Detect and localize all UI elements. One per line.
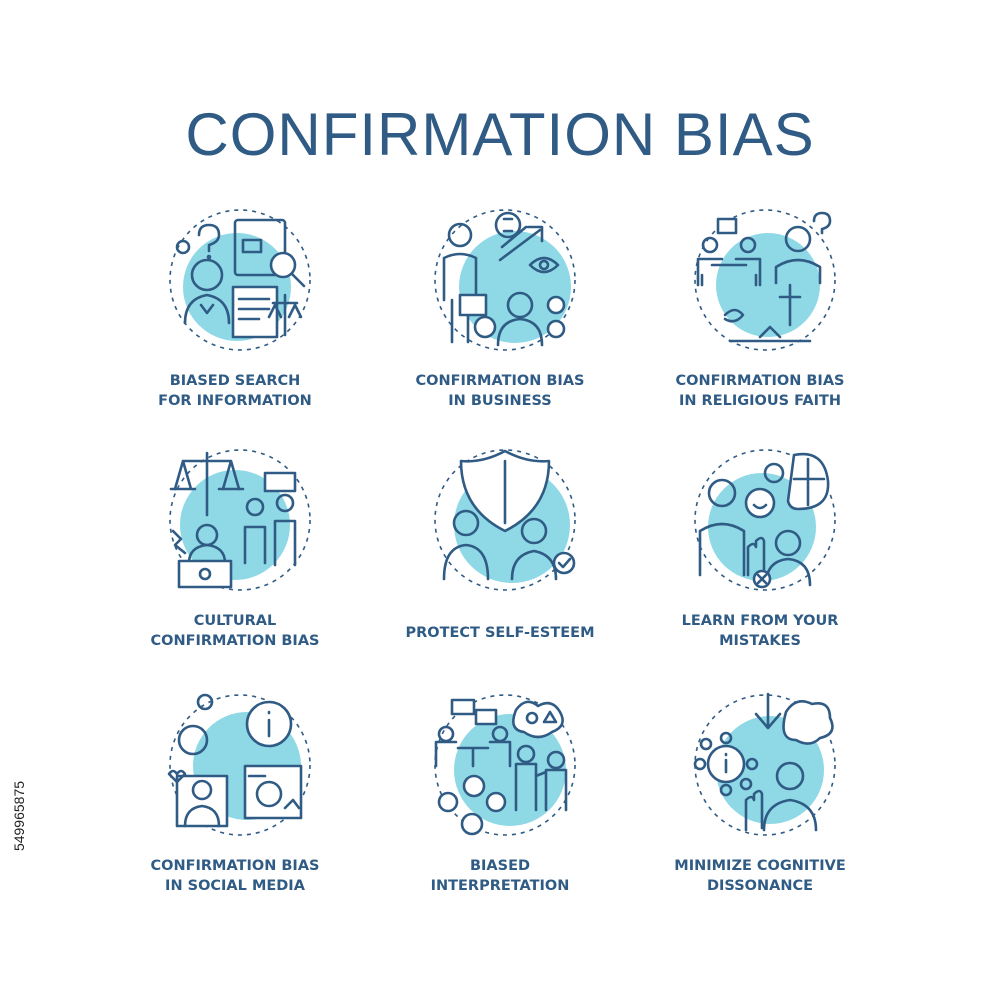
concept-business: CONFIRMATION BIAS IN BUSINESS [370, 205, 630, 425]
concept-label: LEARN FROM YOUR MISTAKES [630, 611, 890, 651]
cultural-bias-icon [169, 449, 311, 591]
interpretation-icon [434, 694, 576, 836]
label-line: DISSONANCE [706, 878, 814, 894]
concept-label: CONFIRMATION BIAS IN SOCIAL MEDIA [105, 856, 365, 896]
label-line: LEARN FROM YOUR [681, 613, 839, 629]
label-line: FOR INFORMATION [158, 393, 312, 409]
social-media-icon [167, 693, 311, 836]
shield-self-esteem-icon [434, 449, 576, 591]
label-line: IN RELIGIOUS FAITH [678, 393, 842, 409]
label-line: CONFIRMATION BIAS [150, 858, 320, 874]
cognitive-dissonance-icon [693, 692, 836, 836]
concept-biased-search: BIASED SEARCH FOR INFORMATION [105, 205, 365, 425]
concept-label: BIASED SEARCH FOR INFORMATION [105, 371, 365, 411]
label-line: CULTURAL [193, 613, 277, 629]
learn-mistakes-icon [694, 449, 836, 591]
concept-label: MINIMIZE COGNITIVE DISSONANCE [630, 856, 890, 896]
label-line: IN BUSINESS [448, 393, 552, 409]
label-line: PROTECT SELF-ESTEEM [405, 625, 595, 641]
concept-label: CULTURAL CONFIRMATION BIAS [105, 611, 365, 651]
label-line: BIASED SEARCH [169, 373, 301, 389]
label-line: BIASED [469, 858, 531, 874]
search-information-icon [169, 209, 311, 351]
page-title: CONFIRMATION BIAS [185, 101, 815, 168]
label-line: INTERPRETATION [430, 878, 570, 894]
stock-id-text: 549965875 [11, 780, 27, 852]
concept-social-media: CONFIRMATION BIAS IN SOCIAL MEDIA [105, 690, 365, 910]
concept-learn-mistakes: LEARN FROM YOUR MISTAKES [630, 445, 890, 665]
concept-label: CONFIRMATION BIAS IN RELIGIOUS FAITH [630, 371, 890, 411]
label-line: MINIMIZE COGNITIVE [674, 858, 846, 874]
concept-cognitive-dissonance: MINIMIZE COGNITIVE DISSONANCE [630, 690, 890, 910]
concept-label: PROTECT SELF-ESTEEM [370, 623, 630, 643]
religious-faith-icon [694, 209, 836, 351]
concept-self-esteem: PROTECT SELF-ESTEEM [370, 445, 630, 665]
concept-religious-faith: CONFIRMATION BIAS IN RELIGIOUS FAITH [630, 205, 890, 425]
label-line: CONFIRMATION BIAS [150, 633, 320, 649]
stock-id-watermark: 549965875 [8, 760, 30, 870]
business-icon [434, 209, 576, 351]
label-line: IN SOCIAL MEDIA [165, 878, 305, 894]
label-line: MISTAKES [719, 633, 801, 649]
label-line: CONFIRMATION BIAS [675, 373, 845, 389]
label-line: CONFIRMATION BIAS [415, 373, 585, 389]
concept-cultural: CULTURAL CONFIRMATION BIAS [105, 445, 365, 665]
concept-label: CONFIRMATION BIAS IN BUSINESS [370, 371, 630, 411]
concept-interpretation: BIASED INTERPRETATION [370, 690, 630, 910]
concept-label: BIASED INTERPRETATION [370, 856, 630, 896]
